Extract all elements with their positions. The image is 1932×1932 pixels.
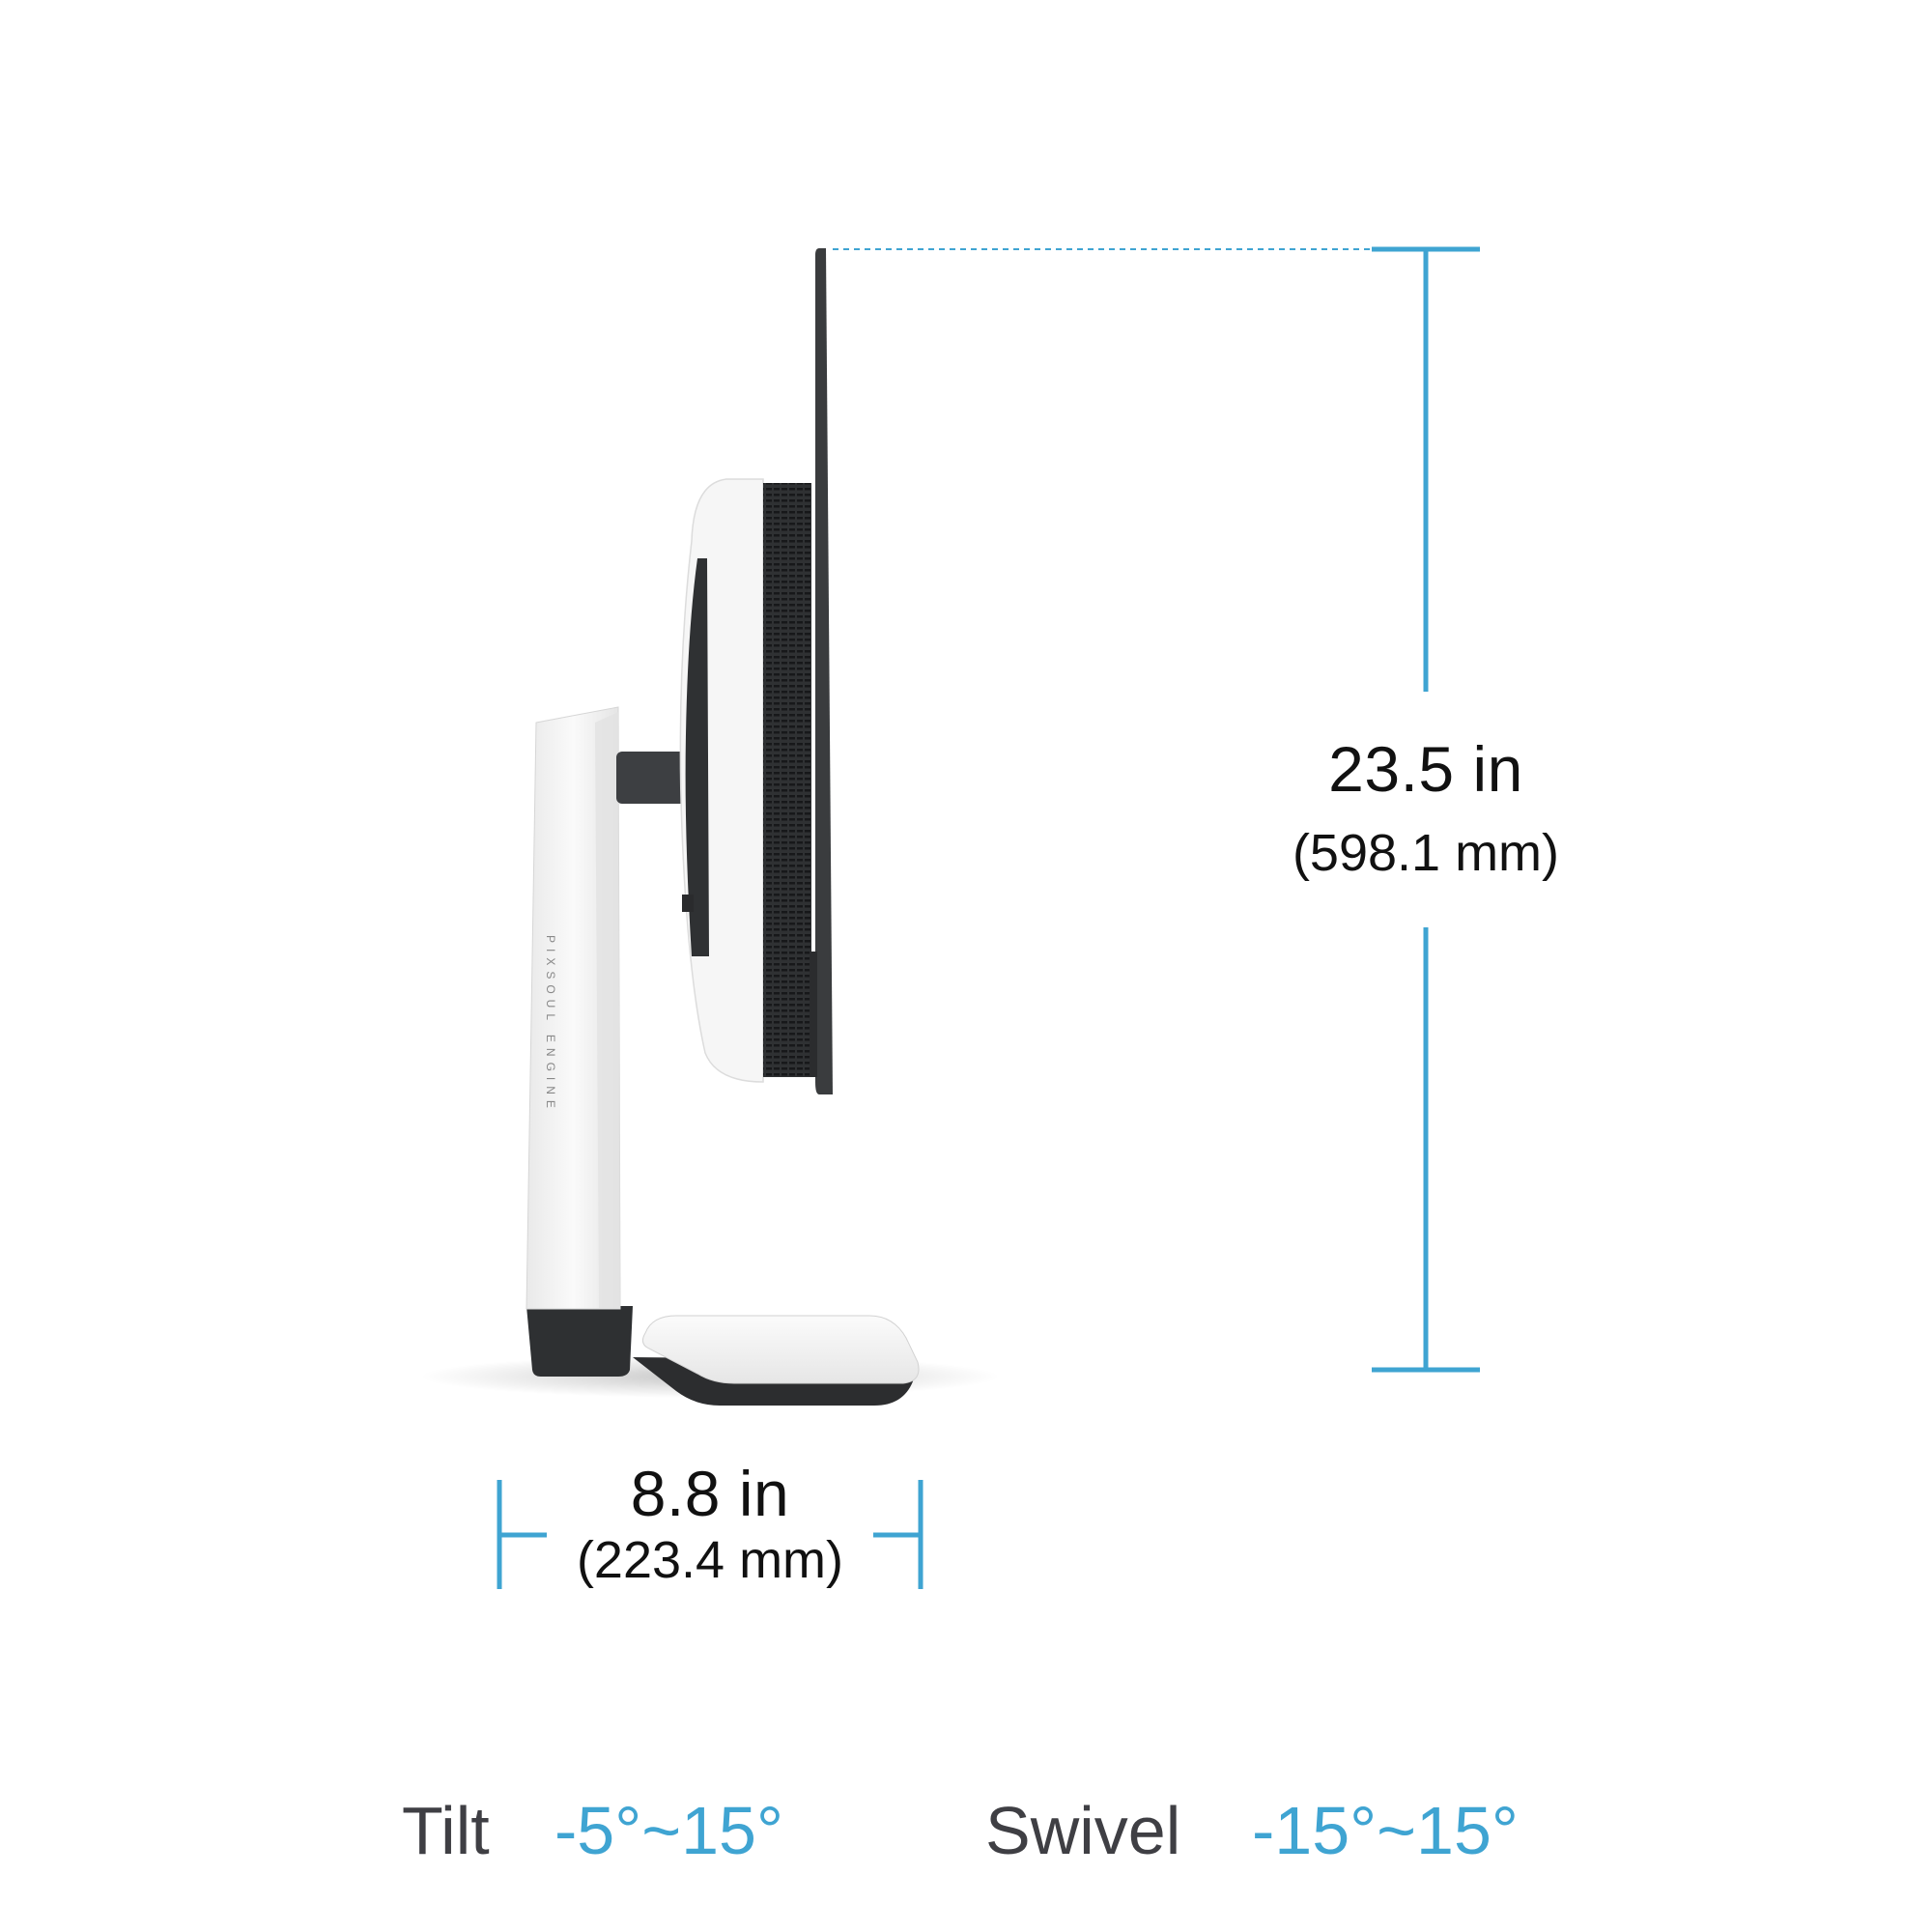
swivel-value: -15°~15° xyxy=(1252,1793,1519,1868)
stand-arm xyxy=(616,752,696,804)
tilt-value: -5°~15° xyxy=(554,1793,783,1868)
depth-imperial: 8.8 in xyxy=(630,1458,790,1529)
monitor-panel xyxy=(815,248,833,1094)
monitor-mount-plate xyxy=(685,558,709,956)
stand-base-plate xyxy=(641,1315,920,1384)
swivel-label: Swivel xyxy=(985,1793,1181,1868)
depth-metric: (223.4 mm) xyxy=(576,1531,844,1589)
monitor-vents xyxy=(763,483,811,1077)
tilt-label: Tilt xyxy=(402,1793,490,1868)
height-imperial: 23.5 in xyxy=(1328,733,1523,805)
stand-neck-foot xyxy=(526,1306,633,1377)
stand-brand-text: PIXSOUL ENGINE xyxy=(544,935,557,1114)
height-metric: (598.1 mm) xyxy=(1292,824,1560,882)
